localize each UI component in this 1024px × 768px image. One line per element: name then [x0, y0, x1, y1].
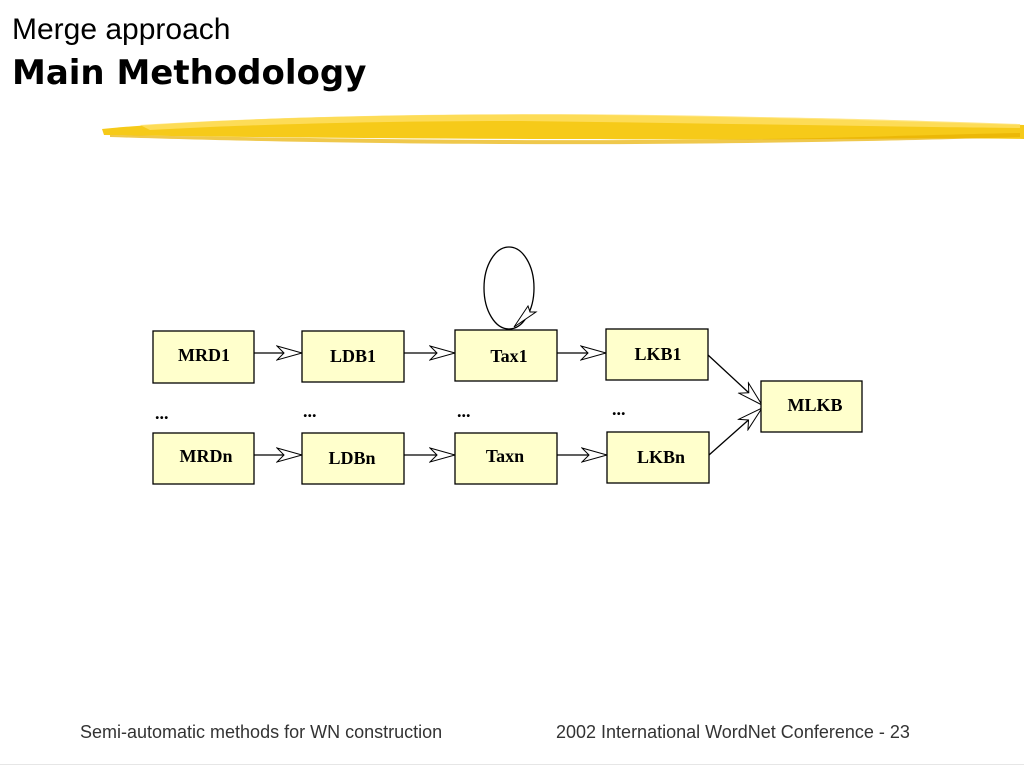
- node-taxn: Taxn: [454, 432, 558, 485]
- edges: [254, 353, 762, 455]
- ellipsis-col-3: ...: [457, 401, 471, 421]
- node-lkb1: LKB1: [605, 328, 709, 381]
- edge-lkbn-mlkb: [708, 408, 762, 456]
- node-lkbn: LKBn: [606, 431, 710, 484]
- slide-title: Main Methodology: [12, 53, 367, 93]
- node-mrd1: MRD1: [152, 330, 255, 384]
- node-label: LDBn: [328, 448, 375, 468]
- slide-subtitle: Merge approach: [12, 13, 231, 46]
- node-label: LKB1: [634, 344, 681, 364]
- footer-divider: [0, 764, 1024, 765]
- node-label: LKBn: [637, 447, 685, 467]
- node-label: MRD1: [178, 345, 230, 365]
- ellipsis-col-2: ...: [303, 401, 317, 421]
- yellow-brush-stroke: [102, 114, 1024, 145]
- node-mrdn: MRDn: [152, 432, 255, 485]
- node-ldb1: LDB1: [301, 330, 405, 383]
- node-tax1: Tax1: [454, 329, 558, 382]
- node-label: LDB1: [330, 346, 376, 366]
- node-label: MRDn: [180, 446, 233, 466]
- node-label: MLKB: [787, 395, 842, 415]
- node-mlkb: MLKB: [760, 380, 863, 433]
- ellipsis-col-4: ...: [612, 399, 626, 419]
- node-label: Taxn: [486, 446, 524, 466]
- edge-lkb1-mlkb: [707, 354, 762, 405]
- footer-right: 2002 International WordNet Conference - …: [556, 722, 910, 742]
- node-ldbn: LDBn: [301, 432, 405, 485]
- self-loop-edge: [483, 246, 538, 330]
- node-label: Tax1: [490, 346, 527, 366]
- footer-left: Semi-automatic methods for WN constructi…: [80, 722, 443, 742]
- ellipsis-col-1: ...: [155, 403, 169, 423]
